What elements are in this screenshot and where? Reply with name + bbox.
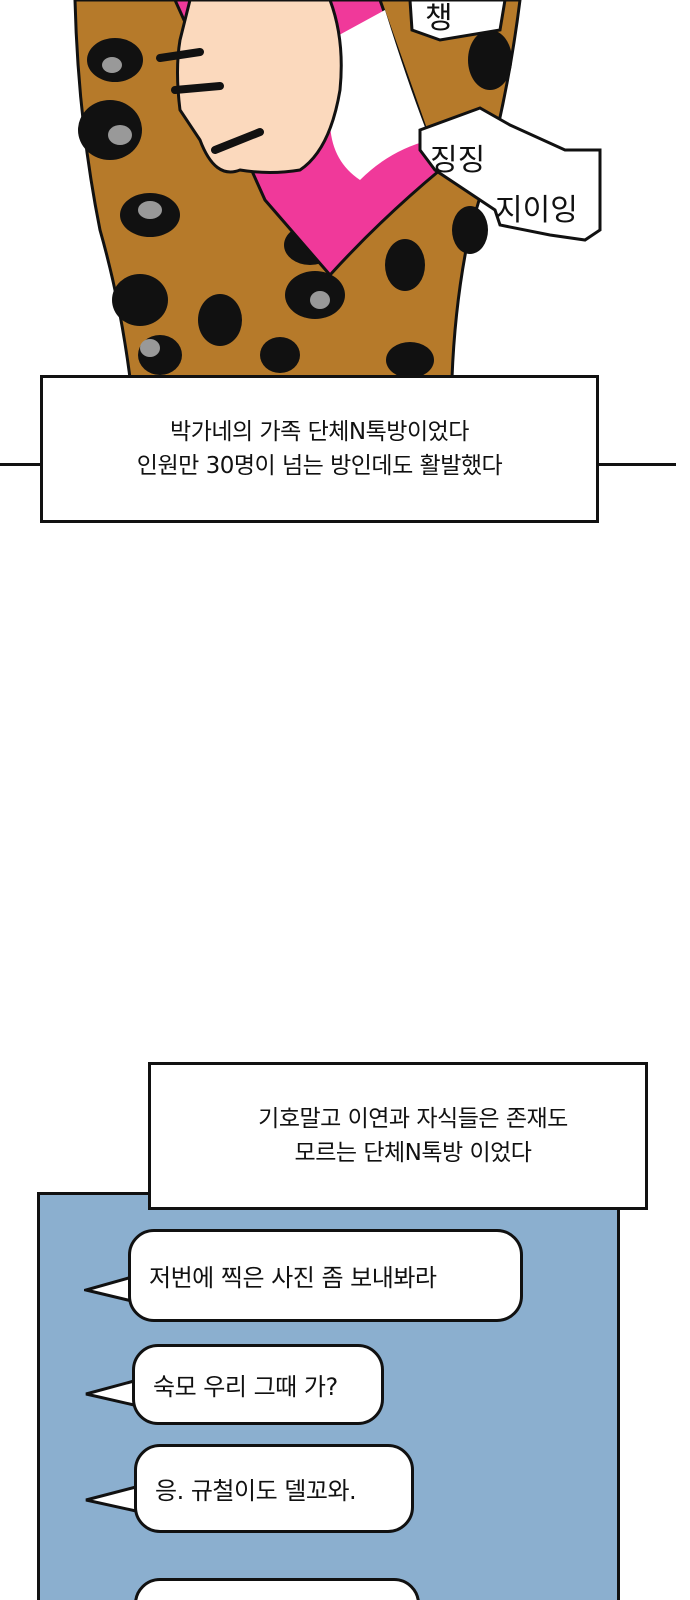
- chat-message-text: 숙모 우리 그때 가?: [153, 1373, 338, 1401]
- divider-line-right: [596, 463, 676, 466]
- divider-line-left: [0, 463, 42, 466]
- chat-bubble: [134, 1578, 420, 1600]
- bubble-tail: [85, 1485, 137, 1513]
- leopard-outfit-phone-illustration: 챙 징징 지이잉: [73, 0, 602, 380]
- narration-line: 기호말고 이연과 자식들은 존재도: [258, 1106, 568, 1132]
- chat-bubble: 응. 규철이도 델꼬와.: [134, 1444, 414, 1533]
- bubble-tail: [84, 1275, 133, 1303]
- chat-bubble: 저번에 찍은 사진 좀 보내봐라: [128, 1229, 523, 1322]
- narration-box-2: 기호말고 이연과 자식들은 존재도 모르는 단체N톡방 이었다: [148, 1062, 648, 1210]
- narration-line: 모르는 단체N톡방 이었다: [294, 1140, 532, 1166]
- narration-line: 인원만 30명이 넘는 방인데도 활발했다: [136, 453, 503, 479]
- narration-line: 박가네의 가족 단체N톡방이었다: [170, 419, 469, 445]
- chat-bubble: 숙모 우리 그때 가?: [132, 1344, 384, 1425]
- bubble-tail: [85, 1379, 135, 1407]
- sfx-chaeng: 챙: [425, 1, 453, 36]
- sfx-jiing: 지이잉: [495, 193, 578, 228]
- chat-message-text: 응. 규철이도 델꼬와.: [155, 1477, 357, 1505]
- sfx-jingjing: 징징: [430, 143, 485, 178]
- narration-box-1: 박가네의 가족 단체N톡방이었다 인원만 30명이 넘는 방인데도 활발했다: [40, 375, 599, 523]
- chat-message-text: 저번에 찍은 사진 좀 보내봐라: [149, 1264, 437, 1292]
